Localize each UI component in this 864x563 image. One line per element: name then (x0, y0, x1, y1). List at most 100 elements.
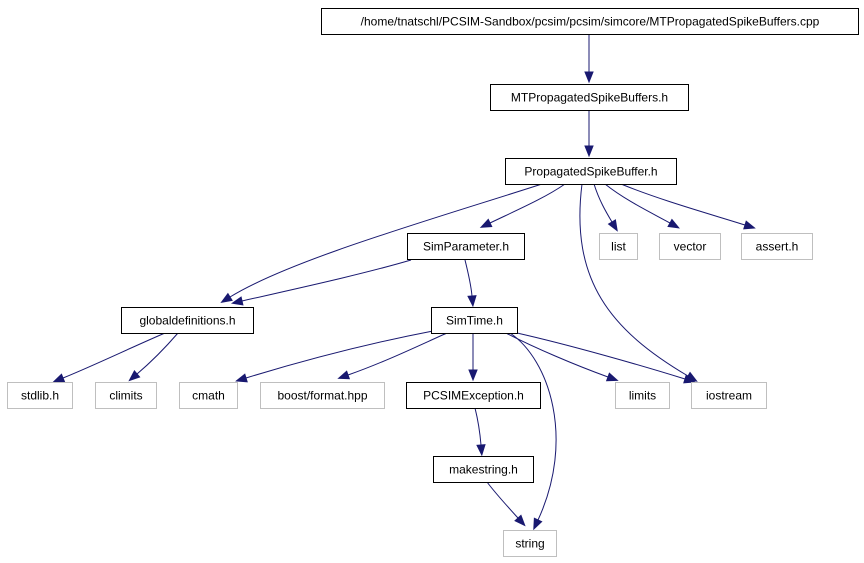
edge-arrowhead (230, 296, 244, 306)
edge-simtime-to-boostformat (337, 332, 448, 380)
edge-psb-to-globaldef (220, 183, 543, 303)
node-label: SimParameter.h (423, 240, 509, 254)
node-box (433, 456, 534, 483)
edge-simtime-to-iostream (516, 332, 696, 384)
edge-arrowhead (605, 372, 619, 382)
edge-line (229, 183, 543, 298)
node-label: limits (629, 389, 656, 403)
node-box (691, 382, 767, 409)
node-box (431, 307, 518, 334)
node-pcsimexc[interactable]: PCSIMException.h (406, 382, 541, 409)
node-label: cmath (192, 389, 225, 403)
edge-arrowhead (467, 295, 477, 308)
edge-simtime-to-string (509, 332, 557, 531)
node-limits: limits (615, 382, 670, 409)
node-cmath: cmath (179, 382, 238, 409)
edge-arrowhead (468, 369, 478, 382)
edge-line (620, 183, 746, 226)
edge-arrowhead (337, 370, 351, 380)
node-box (599, 233, 638, 260)
node-globaldef[interactable]: globaldefinitions.h (121, 307, 254, 334)
edge-simtime-to-limits (505, 332, 619, 382)
edge-arrowhead (533, 517, 543, 531)
node-box (505, 158, 677, 185)
node-climits: climits (95, 382, 157, 409)
edge-arrowhead (479, 218, 493, 228)
edge-line (486, 481, 519, 519)
node-label: /home/tnatschl/PCSIM-Sandbox/pcsim/pcsim… (361, 15, 820, 29)
edge-psb-to-vector (604, 183, 680, 229)
edge-line (489, 183, 566, 224)
node-box (95, 382, 157, 409)
node-label: vector (674, 240, 707, 254)
node-label: climits (109, 389, 142, 403)
node-psb[interactable]: PropagatedSpikeBuffer.h (505, 158, 677, 185)
edges-layer (52, 34, 756, 531)
node-simtime[interactable]: SimTime.h (431, 307, 518, 334)
edge-root-to-mtpsb (584, 34, 594, 84)
edge-arrowhead (128, 370, 141, 382)
edge-line (509, 332, 557, 521)
edge-globaldef-to-climits (128, 332, 179, 382)
edge-line (241, 259, 412, 302)
edge-mtpsb-to-psb (584, 110, 594, 158)
edge-arrowhead (607, 219, 618, 232)
edge-makestring-to-string (486, 481, 526, 527)
node-root: /home/tnatschl/PCSIM-Sandbox/pcsim/pcsim… (321, 8, 859, 35)
node-label: PCSIMException.h (423, 389, 524, 403)
edge-simparam-to-globaldef (230, 259, 412, 306)
node-label: globaldefinitions.h (139, 314, 235, 328)
node-box (179, 382, 238, 409)
edge-simtime-to-pcsimexc (468, 333, 478, 382)
node-string: string (503, 530, 557, 557)
edge-arrowhead (683, 374, 696, 384)
edge-line (136, 332, 179, 375)
edge-line (593, 183, 613, 223)
node-boostformat: boost/format.hpp (260, 382, 385, 409)
edge-arrowhead (743, 220, 756, 230)
edge-line (604, 183, 671, 224)
edge-simparam-to-simtime (464, 259, 477, 308)
node-label: assert.h (756, 240, 799, 254)
node-box (321, 8, 859, 35)
node-makestring[interactable]: makestring.h (433, 456, 534, 483)
node-box (260, 382, 385, 409)
node-box (615, 382, 670, 409)
node-box (406, 382, 541, 409)
node-label: SimTime.h (446, 314, 503, 328)
edge-arrowhead (235, 373, 248, 383)
node-box (7, 382, 73, 409)
edge-line (347, 332, 448, 376)
nodes-layer: /home/tnatschl/PCSIM-Sandbox/pcsim/pcsim… (7, 8, 859, 557)
node-label: boost/format.hpp (277, 389, 367, 403)
edge-line (516, 332, 686, 380)
node-simparam[interactable]: SimParameter.h (407, 233, 525, 260)
node-label: string (515, 537, 544, 551)
node-box (490, 84, 689, 111)
edge-line (245, 330, 434, 379)
node-list: list (599, 233, 638, 260)
node-label: PropagatedSpikeBuffer.h (524, 165, 657, 179)
edge-psb-to-assert (620, 183, 756, 230)
edge-simtime-to-cmath (235, 330, 434, 383)
edge-line (474, 407, 482, 446)
node-assert: assert.h (741, 233, 813, 260)
node-box (503, 530, 557, 557)
node-vector: vector (659, 233, 721, 260)
edge-arrowhead (584, 71, 594, 84)
edge-arrowhead (514, 514, 526, 527)
node-label: stdlib.h (21, 389, 59, 403)
edge-arrowhead (667, 218, 680, 229)
node-iostream: iostream (691, 382, 767, 409)
node-mtpsb[interactable]: MTPropagatedSpikeBuffers.h (490, 84, 689, 111)
node-box (407, 233, 525, 260)
edge-arrowhead (52, 373, 66, 383)
edge-arrowhead (476, 444, 486, 457)
edge-pcsimexc-to-makestring (474, 407, 486, 457)
edge-line (62, 332, 166, 379)
edge-line (505, 332, 609, 378)
node-stdlib: stdlib.h (7, 382, 73, 409)
edge-arrowhead (220, 292, 233, 303)
node-box (659, 233, 721, 260)
